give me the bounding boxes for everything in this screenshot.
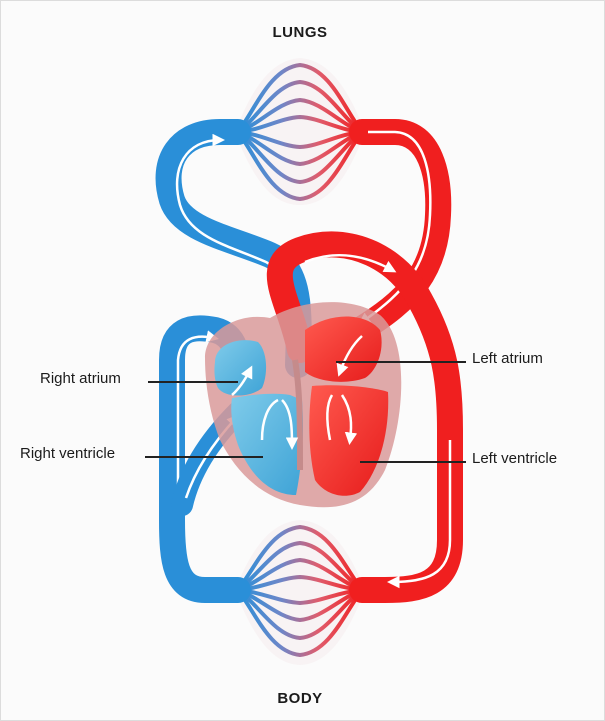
left-atrium-chamber [305,317,382,382]
left-ventricle-label: Left ventricle [472,450,557,467]
right-ventricle-label: Right ventricle [20,445,115,462]
body-title: BODY [200,690,400,707]
body-capillaries [235,520,365,665]
lung-capillaries [235,58,365,205]
left-ventricle-leader [360,461,466,463]
right-ventricle-leader [145,456,263,458]
heart [205,302,401,507]
left-atrium-leader [336,361,466,363]
lungs-title: LUNGS [200,24,400,41]
right-atrium-label: Right atrium [40,370,121,387]
left-atrium-label: Left atrium [472,350,543,367]
right-atrium-leader [148,381,238,383]
